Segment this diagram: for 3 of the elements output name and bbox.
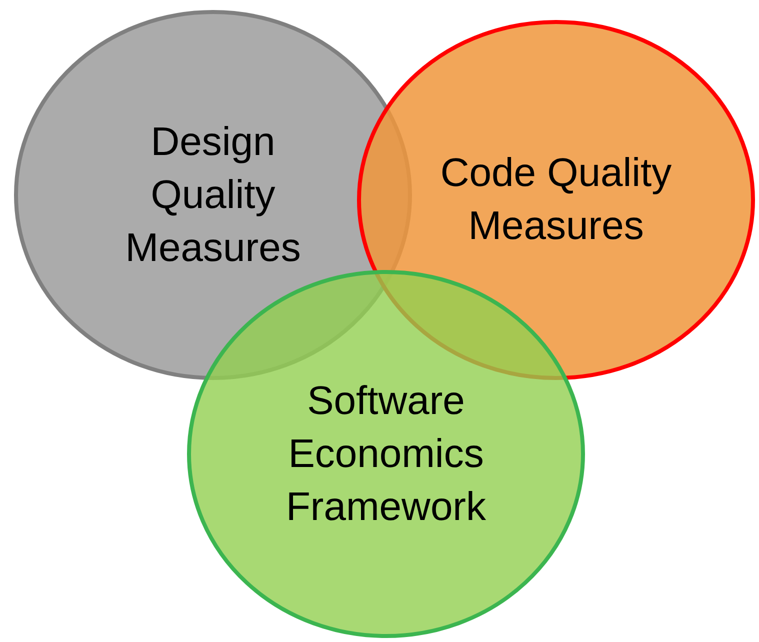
circle-label: Software Economics Framework bbox=[284, 378, 488, 530]
circle-label: Code Quality Measures bbox=[439, 150, 673, 250]
circle-label: Design Quality Measures bbox=[124, 118, 302, 272]
